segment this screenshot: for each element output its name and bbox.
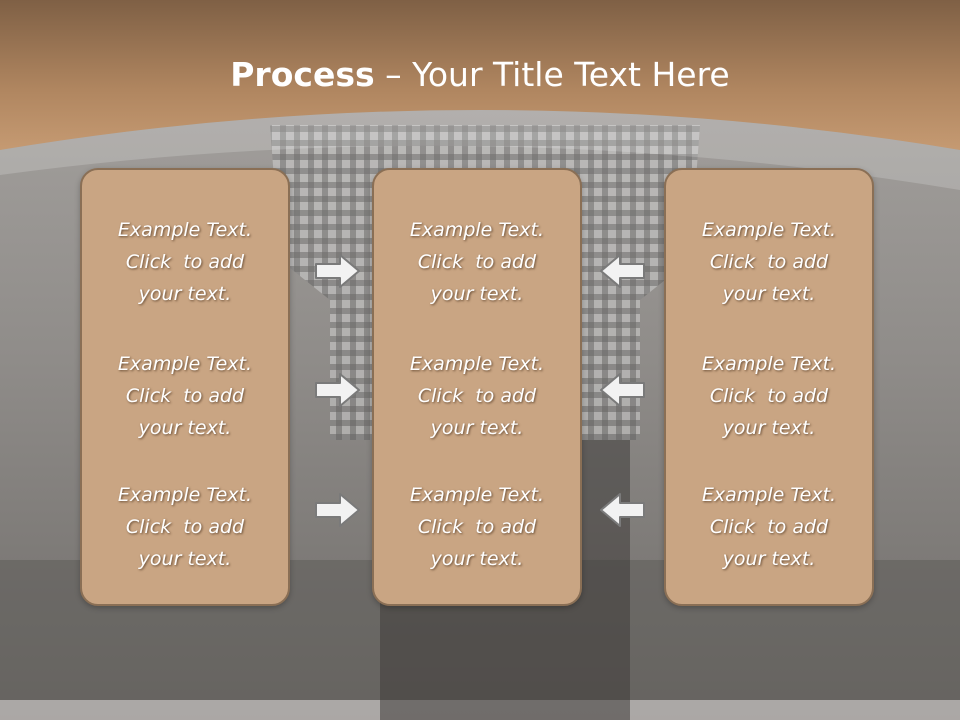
slide-title[interactable]: Process – Your Title Text Here [0, 52, 960, 98]
text-line: Example Text. [117, 353, 253, 375]
title-bold-text: Process [230, 55, 375, 94]
arrow-right-icon [315, 254, 360, 288]
text-line: Click to add [125, 385, 245, 407]
process-panel-left[interactable]: Example Text. Click to add your text. Ex… [80, 168, 290, 606]
text-placeholder[interactable]: Example Text. Click to add your text. [82, 479, 288, 575]
text-placeholder[interactable]: Example Text. Click to add your text. [82, 348, 288, 444]
title-text: – Your Title Text Here [374, 55, 730, 94]
text-placeholder[interactable]: Example Text. Click to add your text. [666, 479, 872, 575]
text-line: Click to add [417, 516, 537, 538]
arrow-right-icon [315, 373, 360, 407]
text-line: your text. [722, 548, 816, 570]
text-line: Click to add [417, 251, 537, 273]
text-placeholder[interactable]: Example Text. Click to add your text. [374, 214, 580, 310]
text-line: Example Text. [409, 353, 545, 375]
text-placeholder[interactable]: Example Text. Click to add your text. [666, 214, 872, 310]
text-line: Example Text. [701, 219, 837, 241]
text-placeholder[interactable]: Example Text. Click to add your text. [666, 348, 872, 444]
text-line: Click to add [125, 251, 245, 273]
text-line: your text. [138, 283, 232, 305]
arrow-left-icon [600, 373, 645, 407]
text-placeholder[interactable]: Example Text. Click to add your text. [374, 348, 580, 444]
text-line: Example Text. [409, 219, 545, 241]
text-line: Click to add [709, 516, 829, 538]
process-panel-center[interactable]: Example Text. Click to add your text. Ex… [372, 168, 582, 606]
text-placeholder[interactable]: Example Text. Click to add your text. [374, 479, 580, 575]
text-line: Click to add [709, 251, 829, 273]
text-line: Example Text. [701, 353, 837, 375]
text-line: Example Text. [409, 484, 545, 506]
arrow-left-icon [600, 493, 645, 527]
text-line: your text. [138, 417, 232, 439]
text-line: your text. [138, 548, 232, 570]
text-line: Click to add [417, 385, 537, 407]
arrow-left-icon [600, 254, 645, 288]
text-line: Click to add [125, 516, 245, 538]
text-line: your text. [722, 283, 816, 305]
process-panel-right[interactable]: Example Text. Click to add your text. Ex… [664, 168, 874, 606]
text-line: Click to add [709, 385, 829, 407]
text-line: your text. [430, 417, 524, 439]
text-line: your text. [722, 417, 816, 439]
text-line: your text. [430, 283, 524, 305]
text-line: Example Text. [117, 484, 253, 506]
text-placeholder[interactable]: Example Text. Click to add your text. [82, 214, 288, 310]
arrow-right-icon [315, 493, 360, 527]
text-line: your text. [430, 548, 524, 570]
text-line: Example Text. [117, 219, 253, 241]
text-line: Example Text. [701, 484, 837, 506]
